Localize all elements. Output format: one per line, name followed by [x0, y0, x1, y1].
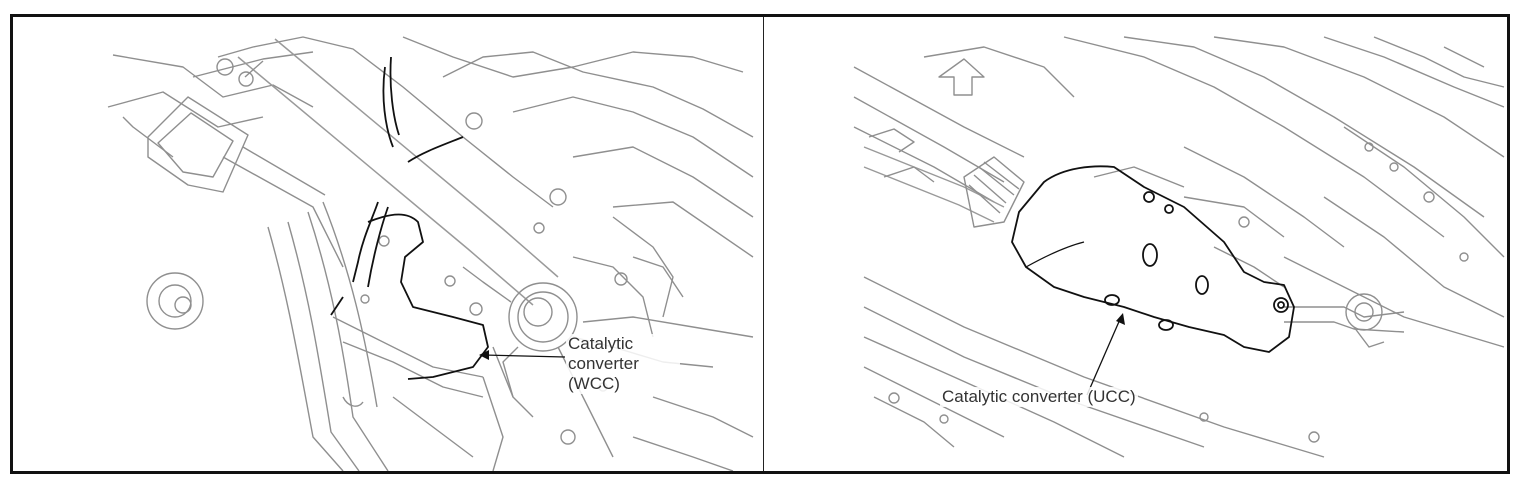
- wcc-callout-line-1: Catalytic: [568, 334, 634, 353]
- panel-wcc: Catalytic converter (WCC): [13, 17, 763, 471]
- figure-frame: Catalytic converter (WCC): [10, 14, 1510, 474]
- panel-divider: [763, 17, 764, 471]
- wcc-leader-line: [482, 354, 566, 358]
- ucc-leader-line: [1086, 316, 1122, 396]
- wcc-line-drawing: [107, 36, 754, 471]
- wcc-callout-label: Catalytic converter (WCC): [566, 334, 680, 394]
- wcc-callout-line-3: (WCC): [568, 374, 620, 393]
- ucc-line-drawing: [853, 36, 1505, 458]
- panel-ucc: Catalytic converter (UCC): [764, 17, 1507, 471]
- ucc-callout-label: Catalytic converter (UCC): [940, 387, 1138, 407]
- wcc-callout-line-2: converter: [568, 354, 639, 373]
